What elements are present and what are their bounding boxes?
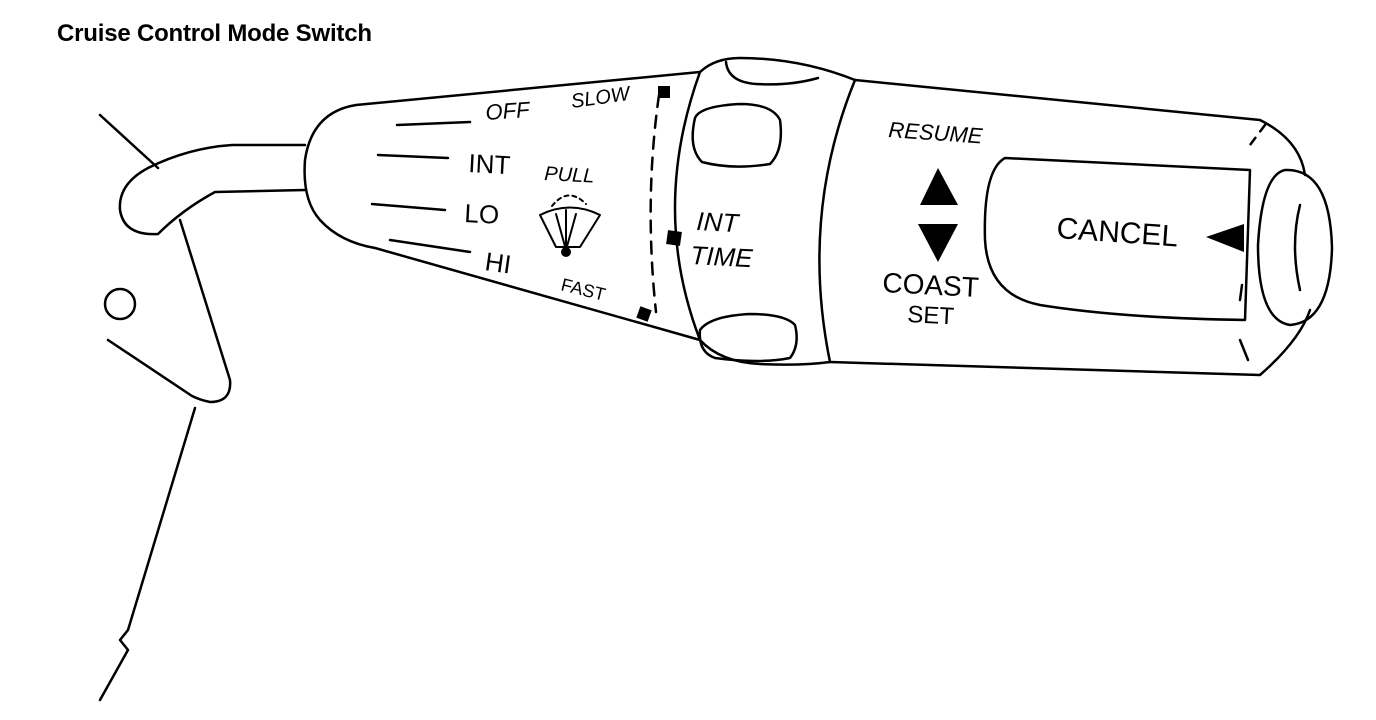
- position-tick-off: [395, 120, 472, 127]
- label-off: OFF: [485, 97, 532, 125]
- label-int-time-2: TIME: [690, 240, 754, 273]
- slow-marker: [658, 86, 670, 98]
- label-set: SET: [907, 301, 955, 330]
- fast-marker: [636, 306, 652, 322]
- coast-arrow-icon: [918, 224, 958, 262]
- label-cancel: CANCEL: [1056, 212, 1180, 253]
- lever-arm: [118, 143, 307, 236]
- label-pull: PULL: [544, 163, 595, 188]
- position-tick-int: [376, 153, 450, 160]
- label-lo: LO: [464, 198, 500, 230]
- position-tick-hi: [388, 238, 472, 254]
- diagram-title: Cruise Control Mode Switch: [57, 20, 372, 47]
- end-cap: [1256, 168, 1334, 327]
- cancel-arrow-icon: [1206, 224, 1244, 252]
- label-hi: HI: [483, 246, 513, 279]
- bracket-hole: [103, 287, 137, 321]
- int-time-ring[interactable]: [666, 56, 857, 366]
- cruise-barrel[interactable]: [828, 78, 1312, 377]
- cancel-pad[interactable]: [983, 156, 1252, 322]
- wiper-icon: [539, 194, 601, 257]
- label-int: INT: [468, 148, 512, 180]
- label-int-time-1: INT: [696, 206, 742, 238]
- resume-arrow-icon: [920, 168, 958, 205]
- label-coast: COAST: [882, 267, 980, 303]
- label-resume: RESUME: [888, 117, 984, 149]
- label-fast: FAST: [559, 274, 608, 304]
- lever-handle: [303, 70, 702, 342]
- column-bracket: [98, 113, 232, 702]
- label-slow: SLOW: [570, 83, 633, 113]
- int-time-marker: [666, 230, 682, 246]
- position-tick-lo: [370, 202, 447, 212]
